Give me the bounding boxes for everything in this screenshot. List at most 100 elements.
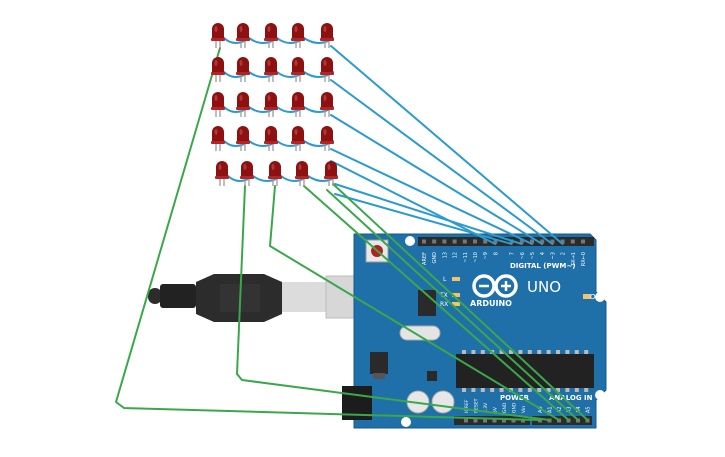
brand-label: ARDUINO	[470, 299, 512, 308]
analog-pin-wire[interactable]	[115, 47, 541, 421]
digital-pin-label: RX←0	[581, 252, 587, 266]
digital-pin-label: AREF	[422, 252, 428, 265]
digital-pin-hole[interactable]	[422, 239, 426, 244]
wires	[115, 37, 589, 421]
l-led	[452, 277, 460, 281]
usb-cable-ring	[160, 284, 196, 308]
digital-pin-wire[interactable]	[334, 193, 513, 245]
led[interactable]	[291, 92, 305, 117]
analog-pin-wire[interactable]	[326, 189, 579, 421]
power-pin-label: GND	[512, 402, 518, 413]
analog-header[interactable]	[532, 416, 592, 425]
analog-pin-label: A3	[567, 406, 573, 413]
digital-pin-label: ~9	[483, 252, 489, 259]
power-pin-hole[interactable]	[511, 418, 516, 423]
led[interactable]	[236, 126, 250, 151]
analog-pin-wire[interactable]	[269, 185, 560, 421]
led[interactable]	[211, 126, 225, 151]
led[interactable]	[211, 23, 225, 48]
power-pin-hole[interactable]	[483, 418, 487, 423]
digital-pin-label: TX→1	[571, 252, 577, 267]
led[interactable]	[320, 92, 334, 117]
digital-pin-hole[interactable]	[462, 239, 467, 244]
usb-metal-shell	[282, 282, 326, 312]
led[interactable]	[295, 161, 309, 186]
led[interactable]	[264, 23, 278, 48]
mount-hole-tl	[405, 236, 415, 246]
power-label: POWER	[500, 394, 530, 402]
regulator-tab	[373, 373, 385, 379]
digital-pin-label: 7	[510, 252, 516, 255]
power-pin-hole[interactable]	[464, 418, 468, 423]
analog-pin-label: A2	[557, 406, 563, 413]
board-name: UNO	[527, 278, 561, 296]
led[interactable]	[320, 23, 334, 48]
led[interactable]	[264, 57, 278, 82]
analog-pin-label: A4	[576, 406, 582, 413]
analog-pin-wire[interactable]	[303, 185, 570, 421]
l-label: L	[443, 276, 447, 283]
led[interactable]	[211, 57, 225, 82]
tx-led	[452, 293, 460, 297]
power-pin-label: 5V	[493, 406, 499, 413]
led[interactable]	[291, 57, 305, 82]
digital-pin-wire[interactable]	[330, 79, 554, 245]
led[interactable]	[268, 161, 282, 186]
digital-pin-label: 4	[540, 252, 546, 255]
led[interactable]	[211, 92, 225, 117]
digital-pin-wire[interactable]	[330, 114, 544, 245]
digital-pin-wire[interactable]	[334, 183, 523, 245]
digital-pin-wire[interactable]	[330, 160, 497, 245]
on-led	[583, 294, 591, 299]
analog-pin-label: A5	[586, 406, 592, 413]
power-pin-label: GND	[502, 402, 508, 413]
power-pin-hole[interactable]	[492, 418, 497, 423]
rx-led	[452, 302, 460, 306]
digital-pin-wire[interactable]	[330, 148, 533, 245]
digital-pin-hole[interactable]	[560, 239, 565, 244]
digital-pin-hole[interactable]	[432, 239, 437, 244]
power-pin-hole[interactable]	[473, 418, 478, 423]
power-header[interactable]	[454, 416, 530, 425]
digital-pin-wire[interactable]	[330, 45, 564, 245]
led[interactable]	[264, 92, 278, 117]
led[interactable]	[264, 126, 278, 151]
digital-pin-label: 13	[442, 252, 448, 258]
power-pin-label: RESET	[474, 398, 480, 413]
mount-hole-br	[595, 390, 605, 400]
digital-pin-hole[interactable]	[519, 239, 524, 244]
led[interactable]	[320, 126, 334, 151]
capacitor-2	[431, 390, 455, 414]
led[interactable]	[291, 126, 305, 151]
digital-pin-hole[interactable]	[473, 239, 477, 244]
digital-pin-label: 2	[561, 252, 567, 255]
digital-pin-hole[interactable]	[550, 239, 555, 244]
power-pin-hole[interactable]	[502, 418, 506, 423]
digital-pin-hole[interactable]	[483, 239, 488, 244]
led[interactable]	[240, 161, 254, 186]
led[interactable]	[291, 23, 305, 48]
led[interactable]	[324, 161, 338, 186]
digital-pin-hole[interactable]	[530, 239, 534, 244]
led[interactable]	[320, 57, 334, 82]
led[interactable]	[236, 57, 250, 82]
digital-pin-label: ~10	[473, 252, 479, 263]
led[interactable]	[215, 161, 229, 186]
digital-pin-hole[interactable]	[442, 239, 447, 244]
digital-pin-hole[interactable]	[570, 239, 575, 244]
analog-pin-wire[interactable]	[236, 185, 551, 421]
usb-cable-tip	[148, 288, 162, 304]
digital-pin-hole[interactable]	[540, 239, 545, 244]
digital-pin-label: ~5	[530, 252, 536, 259]
analog-pin-wire[interactable]	[332, 183, 589, 421]
led[interactable]	[236, 92, 250, 117]
digital-pin-hole[interactable]	[452, 239, 457, 244]
digital-pin-hole[interactable]	[493, 239, 498, 244]
led[interactable]	[236, 23, 250, 48]
digital-pin-label: ~3	[550, 252, 556, 259]
rx-label: RX	[440, 301, 448, 308]
digital-pin-hole[interactable]	[581, 239, 585, 244]
digital-pin-label: ~11	[463, 252, 469, 263]
